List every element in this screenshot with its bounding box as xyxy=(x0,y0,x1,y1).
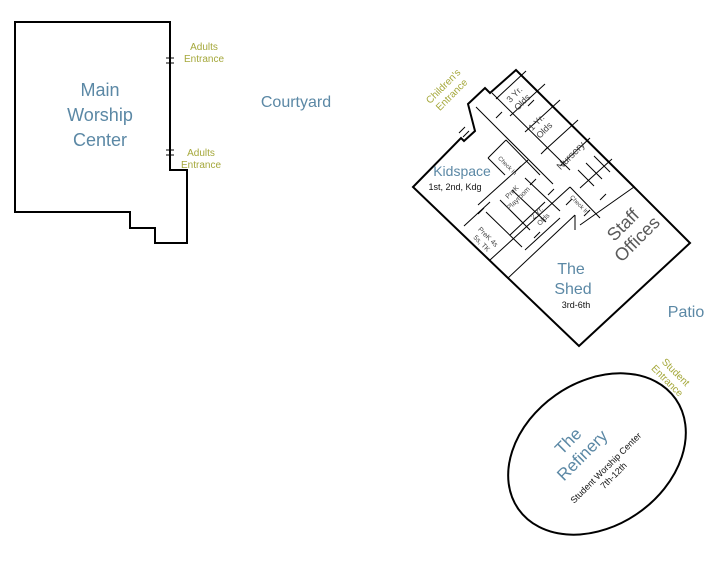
the-shed-line2: Shed xyxy=(554,281,591,298)
main-worship-label-1: Main xyxy=(80,80,119,100)
kidspace-title: Kidspace xyxy=(433,163,491,179)
main-worship-label-2: Worship xyxy=(67,105,133,125)
main-worship-center[interactable]: Main Worship Center xyxy=(14,21,188,244)
adults-entrance-top-line1: Adults xyxy=(190,42,218,53)
childrens-building[interactable]: 3 Yr. Olds 1 Yr. Olds Nursery Check In C… xyxy=(411,68,692,348)
adults-entrance-bottom-line1: Adults xyxy=(187,148,215,159)
courtyard-label: Courtyard xyxy=(261,94,331,111)
nursery-label: Nursery xyxy=(555,140,588,173)
main-worship-label-3: Center xyxy=(73,130,127,150)
check-in-left-label: Check In xyxy=(496,156,517,177)
adults-entrance-bottom-line2: Entrance xyxy=(181,160,221,171)
the-shed-sub: 3rd-6th xyxy=(562,300,591,310)
patio-label: Patio xyxy=(668,304,705,321)
check-in-right-label: Check In xyxy=(568,195,589,216)
kidspace-sub: 1st, 2nd, Kdg xyxy=(428,182,481,192)
adults-entrance-top-line2: Entrance xyxy=(184,54,224,65)
the-shed-line1: The xyxy=(557,261,585,278)
